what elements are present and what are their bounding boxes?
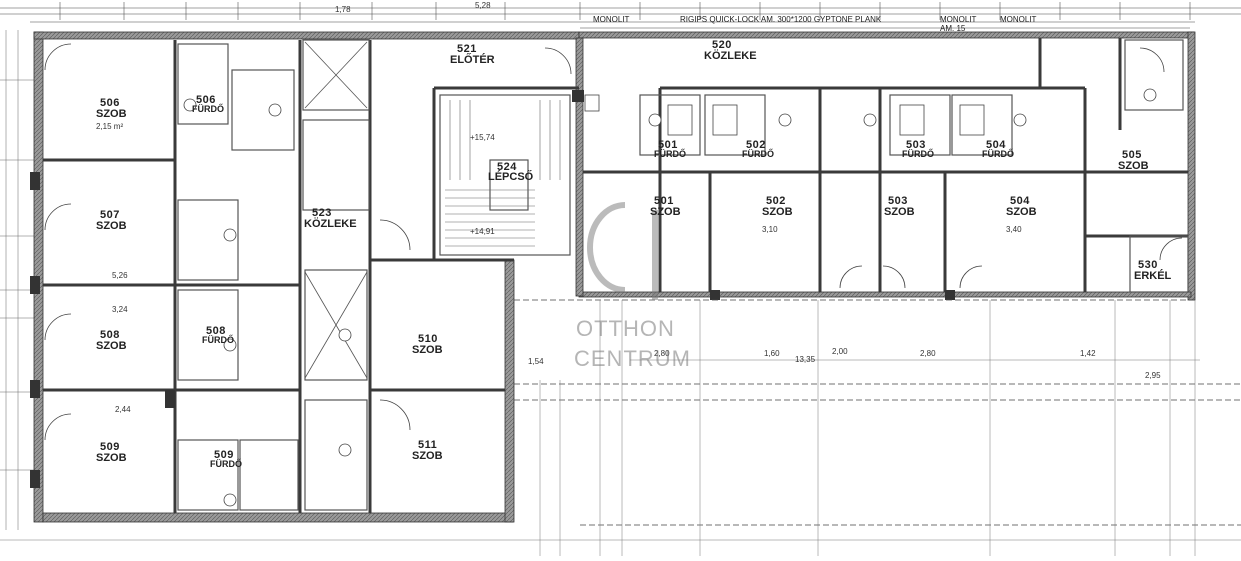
room-530-name: ERKÉL (1134, 270, 1172, 282)
thin-partitions (177, 39, 1189, 511)
dim-1491: +14,91 (470, 227, 495, 236)
elevator-shaft (304, 41, 368, 379)
room-501-name: SZOB (650, 206, 681, 218)
room-504-name: SZOB (1006, 206, 1037, 218)
room-508-bath-name: FÜRDŐ (202, 335, 234, 345)
room-520-code: 520 (712, 39, 732, 51)
dim-526: 5,26 (112, 271, 128, 280)
room-506-code: 506 (100, 97, 120, 109)
room-510-name: SZOB (412, 344, 443, 356)
top-ticks (59, 2, 1191, 20)
column-markers (30, 90, 955, 488)
header-monolit-mid: MONOLIT (940, 15, 977, 24)
watermark-logo (587, 202, 658, 300)
site-grid (0, 300, 1241, 556)
room-506-area: 2,15 m² (96, 122, 124, 131)
room-509-code: 509 (100, 441, 120, 453)
dim-200: 2,00 (832, 347, 848, 356)
room-501-bath-name: FÜRDŐ (654, 149, 686, 159)
header-monolit-right: MONOLIT (1000, 15, 1037, 24)
room-520-name: KÖZLEKE (704, 50, 757, 62)
room-521-name: ELŐTÉR (450, 54, 495, 66)
room-501-code: 501 (654, 195, 674, 207)
dim-142: 1,42 (1080, 349, 1096, 358)
watermark-otthon: OTTHON (576, 316, 675, 341)
sanitary-fixtures (183, 88, 1157, 507)
room-509-bath-code: 509 (214, 449, 234, 461)
room-508-name: SZOB (96, 340, 127, 352)
room-524-code: 524 (497, 161, 517, 173)
room-502-bath-name: FÜRDŐ (742, 149, 774, 159)
room-503-bath-name: FÜRDŐ (902, 149, 934, 159)
room-504-bath-code: 504 (986, 139, 1006, 151)
room-503-code: 503 (888, 195, 908, 207)
interior-walls (43, 38, 1188, 513)
room-504-bath-name: FÜRDŐ (982, 149, 1014, 159)
room-502-name: SZOB (762, 206, 793, 218)
room-509-name: SZOB (96, 452, 127, 464)
room-503-bath-code: 503 (906, 139, 926, 151)
room-509-bath-name: FÜRDŐ (210, 459, 242, 469)
room-523-name: KÖZLEKE (304, 218, 357, 230)
dim-340: 3,40 (1006, 225, 1022, 234)
room-504-code: 504 (1010, 195, 1030, 207)
header-monolit-left: MONOLIT (593, 15, 630, 24)
dim-528: 5,28 (475, 1, 491, 10)
room-507-code: 507 (100, 209, 120, 221)
top-dimension-lines (0, 7, 1241, 29)
room-521-code: 521 (457, 43, 477, 55)
room-506-bath-name: FÜRDŐ (192, 104, 224, 114)
dim-178: 1,78 (335, 5, 351, 14)
dim-154: 1,54 (528, 357, 544, 366)
dim-280-a: 2,80 (654, 349, 670, 358)
dim-160: 1,60 (764, 349, 780, 358)
room-508-bath-code: 508 (206, 325, 226, 337)
room-506-bath-code: 506 (196, 94, 216, 106)
door-swings (44, 43, 1183, 441)
room-503-name: SZOB (884, 206, 915, 218)
header-rigips: RIGIPS QUICK-LOCK AM. 300*1200 GYPTONE P… (680, 15, 882, 24)
dim-1574: +15,74 (470, 133, 495, 142)
dim-295: 2,95 (1145, 371, 1161, 380)
room-510-code: 510 (418, 333, 438, 345)
room-502-bath-code: 502 (746, 139, 766, 151)
dim-1335: 13,35 (795, 355, 816, 364)
room-501-bath-code: 501 (658, 139, 678, 151)
room-524-name: LÉPCSŐ (488, 171, 534, 183)
dim-310: 3,10 (762, 225, 778, 234)
room-502-code: 502 (766, 195, 786, 207)
room-523-code: 523 (312, 207, 332, 219)
balcony-railing (514, 299, 1241, 526)
room-511-code: 511 (418, 439, 438, 451)
room-511-name: SZOB (412, 450, 443, 462)
watermark-centrum: CENTRUM (574, 346, 691, 371)
dim-280-b: 2,80 (920, 349, 936, 358)
room-530-code: 530 (1138, 259, 1158, 271)
room-507-name: SZOB (96, 220, 127, 232)
room-505-name: SZOB (1118, 160, 1149, 172)
dim-324: 3,24 (112, 305, 128, 314)
room-505-code: 505 (1122, 149, 1142, 161)
room-508-code: 508 (100, 329, 120, 341)
header-am-15: AM. 15 (940, 24, 966, 33)
dim-244: 2,44 (115, 405, 131, 414)
room-506-name: SZOB (96, 108, 127, 120)
stair-treads (445, 100, 561, 247)
